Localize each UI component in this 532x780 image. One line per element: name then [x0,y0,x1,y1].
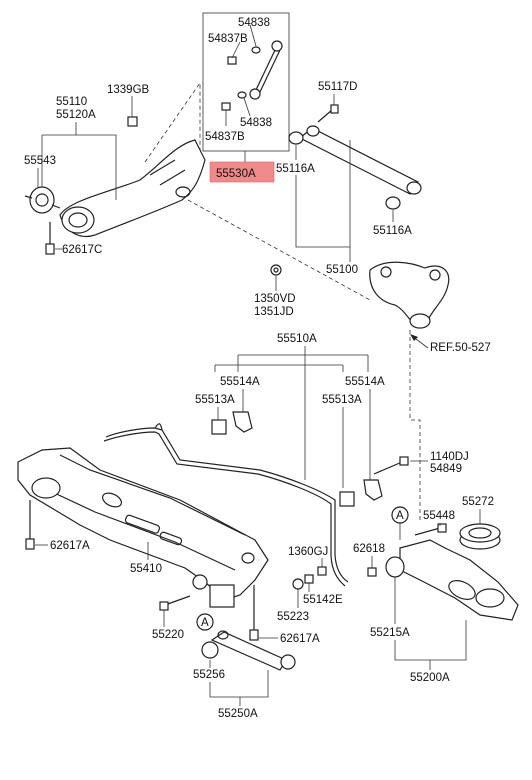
label-55513a-l[interactable]: 55513A [195,394,235,406]
lower-arm-drawing [385,539,519,621]
label-55200a[interactable]: 55200A [410,672,450,684]
label-55215a[interactable]: 55215A [370,627,410,639]
label-55220[interactable]: 55220 [152,629,184,641]
label-55120a[interactable]: 55120A [56,109,96,121]
stabilizer-bar-drawing [103,423,349,587]
label-62617a-left[interactable]: 62617A [50,540,90,552]
ref-arrow-head [410,334,418,341]
label-55543[interactable]: 55543 [24,155,56,167]
dash-knuckle-lower [409,330,421,520]
label-54837b-top[interactable]: 54837B [208,33,248,45]
label-54838-top[interactable]: 54838 [238,17,270,29]
label-55116a-2[interactable]: 55116A [373,225,412,237]
label-55142e[interactable]: 55142E [303,594,343,606]
label-marker-a-right[interactable]: A [396,510,404,522]
bushing-55543 [24,186,61,214]
lateral-arm-drawing [288,125,422,210]
label-55514a-l[interactable]: 55514A [220,376,260,388]
marker-a-bottom [196,613,214,631]
spring-seat-55272 [459,523,501,550]
trailing-arm-drawing [59,139,206,237]
dash-box-arm [144,81,201,163]
label-55514a-r[interactable]: 55514A [345,376,385,388]
leader-55110 [75,122,117,200]
bolt-1140dj [373,456,409,475]
bolt-62617c [45,222,55,255]
label-55272[interactable]: 55272 [462,496,494,508]
label-62617c[interactable]: 62617C [62,244,102,256]
leader-54838-top [249,24,257,47]
label-marker-a-bottom[interactable]: A [201,617,209,629]
label-55100[interactable]: 55100 [326,264,358,276]
stabilizer-link-box [202,12,290,152]
label-62617a-bottom[interactable]: 62617A [280,633,320,645]
label-55110[interactable]: 55110 [56,96,87,108]
label-1360gj[interactable]: 1360GJ [288,546,328,558]
label-54838-bot[interactable]: 54838 [240,117,272,129]
label-55117d[interactable]: 55117D [318,81,357,93]
label-1339gb[interactable]: 1339GB [107,84,150,96]
label-54849[interactable]: 54849 [430,463,462,475]
leader-54838-bot [243,97,251,117]
bolt-62617a-left [25,500,35,550]
label-55448[interactable]: 55448 [423,510,455,522]
label-55513a-r[interactable]: 55513A [322,394,362,406]
stabilizer-link-drawing [221,40,283,111]
bushing-left [211,411,253,435]
bushing-right [339,479,383,507]
leader-55100 [295,175,351,262]
label-55250a[interactable]: 55250A [218,708,258,720]
leader-54837b-top [231,41,241,59]
label-62618[interactable]: 62618 [353,543,385,555]
label-55410[interactable]: 55410 [130,563,162,575]
bolt-55117d [317,104,339,123]
bolt-62617a-bottom [249,585,259,641]
leader-55200a [394,620,467,661]
label-54837b-bot[interactable]: 54837B [205,131,245,143]
label-55223[interactable]: 55223 [277,611,309,623]
nut-1339gb [127,116,138,127]
label-55256[interactable]: 55256 [193,669,225,681]
label-55530a[interactable]: 55530A [216,168,256,180]
nut-1350vd [270,264,282,276]
bolt-55220 [159,595,191,611]
leader-55250a [209,670,269,698]
label-1350vd[interactable]: 1350VD [254,293,296,305]
label-1140dj[interactable]: 1140DJ [430,451,469,463]
highlight-55530a [209,161,275,183]
bolt-55448 [414,523,447,536]
dash-arm-knuckle [187,199,371,301]
label-55510a[interactable]: 55510A [277,333,317,345]
toe-link-drawing [201,630,296,671]
label-ref[interactable]: REF.50-527 [430,342,491,354]
knuckle-drawing [369,261,450,329]
label-1351jd[interactable]: 1351JD [254,306,294,318]
label-55116a-1[interactable]: 55116A [276,163,315,175]
subframe-drawing [17,447,269,608]
